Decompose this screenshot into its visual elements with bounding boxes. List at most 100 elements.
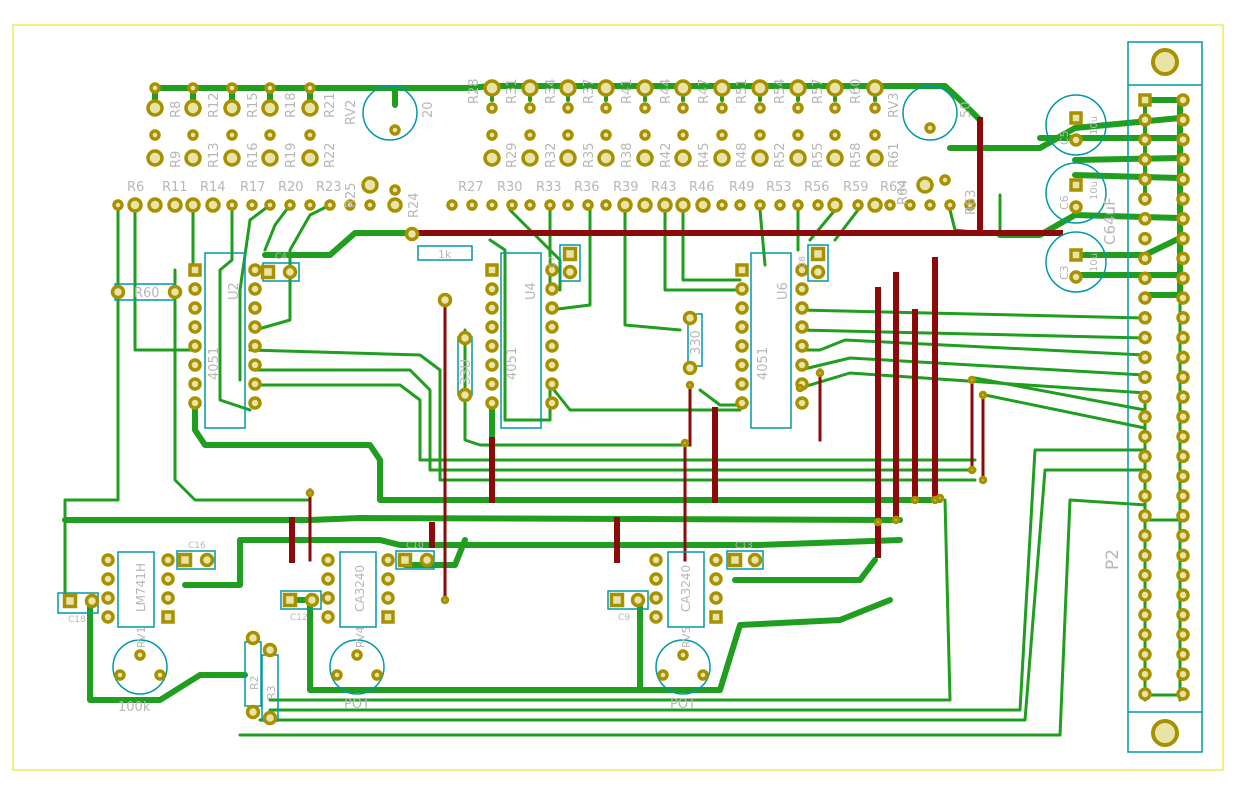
pad xyxy=(134,649,146,661)
ic-outline-u3 xyxy=(339,551,377,628)
svg-text:R60: R60 xyxy=(134,286,160,301)
pad xyxy=(545,263,559,277)
connector-label: P2 xyxy=(1103,549,1123,570)
pad xyxy=(713,79,731,97)
svg-text:R36: R36 xyxy=(574,180,600,195)
pad xyxy=(1069,248,1083,262)
pad xyxy=(1138,588,1152,602)
pad xyxy=(223,149,241,167)
pad xyxy=(486,129,498,141)
pad xyxy=(910,495,920,505)
svg-text:C18: C18 xyxy=(68,615,86,625)
pad xyxy=(1069,133,1083,147)
pad xyxy=(1176,231,1190,246)
pad xyxy=(485,320,499,334)
ic-outline-u6 xyxy=(750,252,792,429)
pad xyxy=(483,149,501,167)
pad xyxy=(685,380,695,390)
pad xyxy=(1176,152,1190,167)
pad xyxy=(1176,687,1190,701)
pad xyxy=(419,552,435,568)
svg-text:100k: 100k xyxy=(118,700,151,715)
pad xyxy=(1176,429,1190,444)
pad xyxy=(146,149,164,167)
pad xyxy=(559,149,577,167)
pad xyxy=(904,199,916,211)
pad xyxy=(1176,172,1190,186)
svg-text:R11: R11 xyxy=(162,180,188,195)
pad xyxy=(1176,251,1190,266)
pad xyxy=(677,129,689,141)
pad xyxy=(866,149,884,167)
label-r12: R12 xyxy=(207,92,222,118)
pad xyxy=(524,199,536,211)
pad xyxy=(371,669,383,681)
pad xyxy=(521,149,539,167)
pad xyxy=(677,649,689,661)
pad xyxy=(466,199,478,211)
svg-text:10u: 10u xyxy=(1089,116,1100,135)
pad xyxy=(1138,152,1152,167)
svg-text:R25: R25 xyxy=(344,182,359,208)
pad xyxy=(657,669,669,681)
pad xyxy=(795,263,809,277)
pad xyxy=(389,184,401,196)
svg-text:C5: C5 xyxy=(1058,130,1071,145)
pad xyxy=(188,282,202,296)
pad xyxy=(149,82,161,94)
pad xyxy=(397,552,413,568)
pad xyxy=(754,129,766,141)
pad xyxy=(223,99,241,117)
pad xyxy=(361,176,379,194)
pad xyxy=(304,82,316,94)
pad xyxy=(177,552,193,568)
pad xyxy=(161,553,175,567)
pad xyxy=(248,396,262,410)
pad xyxy=(1138,132,1152,147)
pad xyxy=(1176,271,1190,285)
pad xyxy=(161,610,175,624)
pad xyxy=(188,358,202,372)
pad xyxy=(1138,172,1152,186)
pad xyxy=(774,199,786,211)
pad xyxy=(1138,469,1152,483)
pad xyxy=(351,649,363,661)
pad xyxy=(852,199,864,211)
pad xyxy=(188,396,202,410)
label-r21: R21 xyxy=(323,92,338,118)
pad xyxy=(617,197,633,213)
pad xyxy=(727,552,743,568)
pad xyxy=(735,320,749,334)
pad xyxy=(1138,568,1152,582)
pad xyxy=(248,282,262,296)
svg-text:C9: C9 xyxy=(618,613,630,623)
svg-text:R49: R49 xyxy=(729,180,755,195)
pad xyxy=(792,199,804,211)
pad xyxy=(387,197,403,213)
pad xyxy=(597,149,615,167)
pad xyxy=(161,572,175,586)
pad xyxy=(440,595,450,605)
svg-text:RV4: RV4 xyxy=(354,626,367,648)
pad xyxy=(674,149,692,167)
svg-text:R64: R64 xyxy=(896,179,911,205)
pad xyxy=(1138,449,1152,464)
pad xyxy=(884,199,896,211)
pad xyxy=(1138,192,1152,206)
svg-text:4051: 4051 xyxy=(207,347,222,380)
pad xyxy=(248,320,262,334)
pad xyxy=(545,301,559,315)
pad xyxy=(795,358,809,372)
pad xyxy=(1138,667,1152,681)
pad xyxy=(582,199,594,211)
pad xyxy=(869,102,881,114)
pad xyxy=(1138,509,1152,523)
svg-text:R51: R51 xyxy=(735,78,750,104)
pad xyxy=(486,102,498,114)
svg-text:R24: R24 xyxy=(407,192,422,218)
pad xyxy=(562,129,574,141)
svg-text:R34: R34 xyxy=(544,78,559,104)
svg-text:R61: R61 xyxy=(887,142,902,168)
pad xyxy=(248,301,262,315)
svg-text:C8: C8 xyxy=(798,256,808,268)
